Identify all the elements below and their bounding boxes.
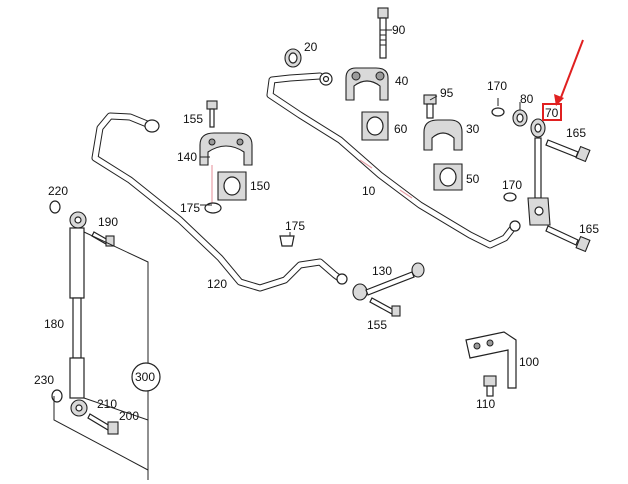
part-20-bushing[interactable]: [284, 48, 302, 68]
label-300: 300: [135, 370, 155, 384]
label-155-top: 155: [183, 112, 203, 126]
part-170-washer-top[interactable]: [491, 107, 505, 117]
part-220-washer[interactable]: [49, 200, 61, 214]
label-80: 80: [520, 92, 534, 106]
label-150: 150: [250, 179, 270, 193]
part-60-bushing[interactable]: [361, 111, 389, 141]
part-155-bolt-top[interactable]: [206, 100, 218, 128]
label-220: 220: [48, 184, 68, 198]
label-40: 40: [395, 74, 409, 88]
label-180: 180: [44, 317, 64, 331]
kit-300-badge[interactable]: [131, 362, 161, 392]
label-175-left: 175: [180, 201, 200, 215]
part-165-bolt-top[interactable]: [545, 139, 591, 163]
label-190: 190: [98, 215, 118, 229]
label-165-top: 165: [566, 126, 586, 140]
part-150-bushing[interactable]: [211, 165, 247, 205]
part-90-bolt[interactable]: [377, 7, 389, 59]
part-30-clamp[interactable]: [423, 119, 463, 151]
part-180-shock-absorber[interactable]: [69, 211, 88, 417]
label-110: 110: [476, 397, 495, 411]
part-165-bolt-bottom[interactable]: [545, 225, 591, 253]
part-110-bolt[interactable]: [483, 375, 497, 397]
label-50: 50: [466, 172, 480, 186]
label-165-bottom: 165: [579, 222, 599, 236]
part-170-washer-bottom[interactable]: [503, 192, 517, 202]
label-140: 140: [177, 150, 197, 164]
part-50-bushing[interactable]: [433, 163, 463, 191]
label-170-bottom: 170: [502, 178, 522, 192]
part-190-bolt[interactable]: [91, 231, 115, 247]
label-155-bottom: 155: [367, 318, 387, 332]
label-200: 200: [119, 409, 139, 423]
label-60: 60: [394, 122, 408, 136]
label-20: 20: [304, 40, 318, 54]
label-130: 130: [372, 264, 392, 278]
label-30: 30: [466, 122, 480, 136]
highlight-part-70: [542, 39, 584, 121]
stabilizer-bar-120[interactable]: [91, 112, 348, 292]
label-90: 90: [392, 23, 406, 37]
part-155-bolt-bottom[interactable]: [369, 297, 401, 317]
label-120: 120: [207, 277, 227, 291]
part-labels: 10 20 30 40 50 60 70 80 90 95 100 110 12…: [34, 23, 599, 423]
kit-300-bracket-lines: [53, 231, 149, 480]
label-175-right: 175: [285, 219, 305, 233]
label-230: 230: [34, 373, 54, 387]
leader-lines: [200, 29, 521, 236]
label-170-top: 170: [487, 79, 507, 93]
label-70: 70: [545, 106, 559, 120]
label-95: 95: [440, 86, 454, 100]
label-100: 100: [519, 355, 539, 369]
label-210: 210: [97, 397, 117, 411]
part-70-link[interactable]: [527, 118, 551, 226]
part-130-link[interactable]: [352, 262, 425, 301]
part-95-bolt[interactable]: [423, 94, 437, 119]
part-40-clamp[interactable]: [345, 67, 389, 101]
part-80-bushing[interactable]: [512, 109, 528, 127]
part-100-bracket[interactable]: [465, 331, 517, 389]
part-200-bolt[interactable]: [87, 413, 119, 435]
part-175-spacer-right[interactable]: [279, 235, 295, 247]
label-10: 10: [362, 184, 376, 198]
part-140-clamp[interactable]: [199, 132, 253, 166]
stabilizer-bar-10[interactable]: [266, 72, 521, 249]
